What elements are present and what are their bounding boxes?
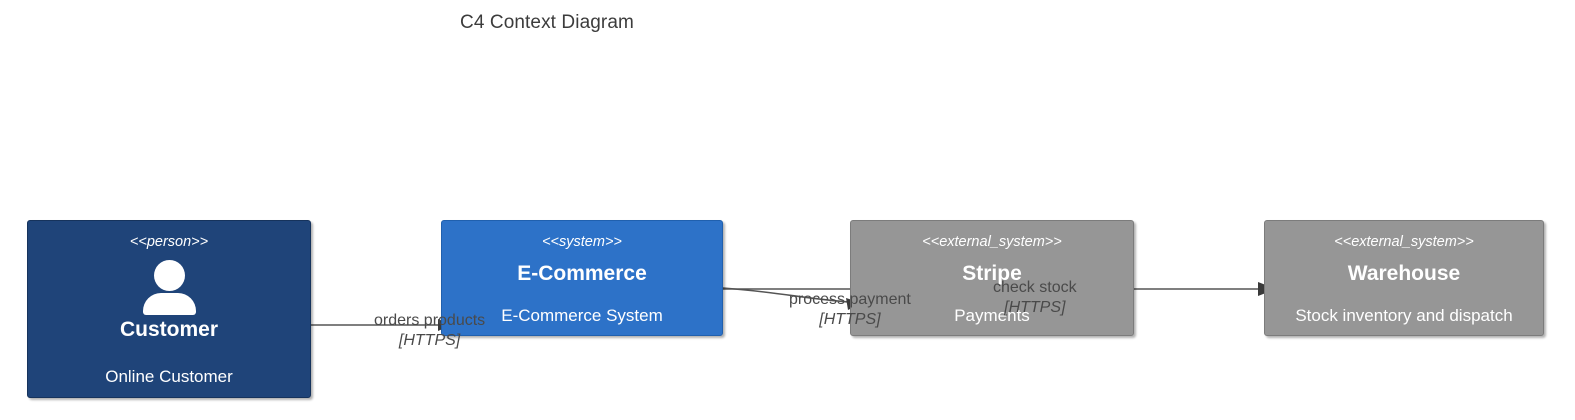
- edge-label-process-payment: process payment [HTTPS]: [789, 291, 911, 329]
- edge-label-orders-products-protocol: [HTTPS]: [398, 332, 461, 349]
- node-customer[interactable]: <<person>> Customer Online Customer: [27, 220, 311, 398]
- edge-label-orders-products: orders products [HTTPS]: [374, 312, 485, 350]
- person-icon: [138, 260, 200, 315]
- node-ecommerce-description: E-Commerce System: [501, 306, 663, 325]
- edge-label-check-stock-text: check stock: [993, 279, 1077, 296]
- node-ecommerce[interactable]: <<system>> E-Commerce E-Commerce System: [441, 220, 723, 336]
- node-warehouse[interactable]: <<external_system>> Warehouse Stock inve…: [1264, 220, 1544, 336]
- person-icon-head: [153, 260, 185, 291]
- node-customer-name: Customer: [119, 318, 219, 341]
- node-stripe[interactable]: <<external_system>> Stripe Payments: [850, 220, 1134, 336]
- node-customer-description: Online Customer: [105, 367, 233, 386]
- node-warehouse-description: Stock inventory and dispatch: [1295, 306, 1513, 325]
- edge-label-check-stock-protocol: [HTTPS]: [1004, 299, 1066, 316]
- node-warehouse-stereotype: <<external_system>>: [1334, 234, 1474, 250]
- node-warehouse-name: Warehouse: [1347, 262, 1461, 285]
- node-stripe-name: Stripe: [962, 262, 1022, 285]
- edge-label-orders-products-text: orders products: [374, 312, 486, 329]
- node-stripe-stereotype: <<external_system>>: [922, 234, 1062, 250]
- node-ecommerce-name: E-Commerce: [517, 262, 647, 285]
- edge-label-process-payment-text: process payment: [789, 291, 911, 308]
- diagram-title: C4 Context Diagram: [460, 12, 634, 33]
- edge-label-check-stock: check stock [HTTPS]: [993, 279, 1077, 317]
- node-stripe-description: Payments: [954, 306, 1030, 325]
- person-icon-body: [142, 293, 196, 315]
- edge-label-process-payment-protocol: [HTTPS]: [819, 311, 881, 328]
- node-ecommerce-stereotype: <<system>>: [542, 234, 622, 250]
- node-customer-stereotype: <<person>>: [129, 234, 209, 250]
